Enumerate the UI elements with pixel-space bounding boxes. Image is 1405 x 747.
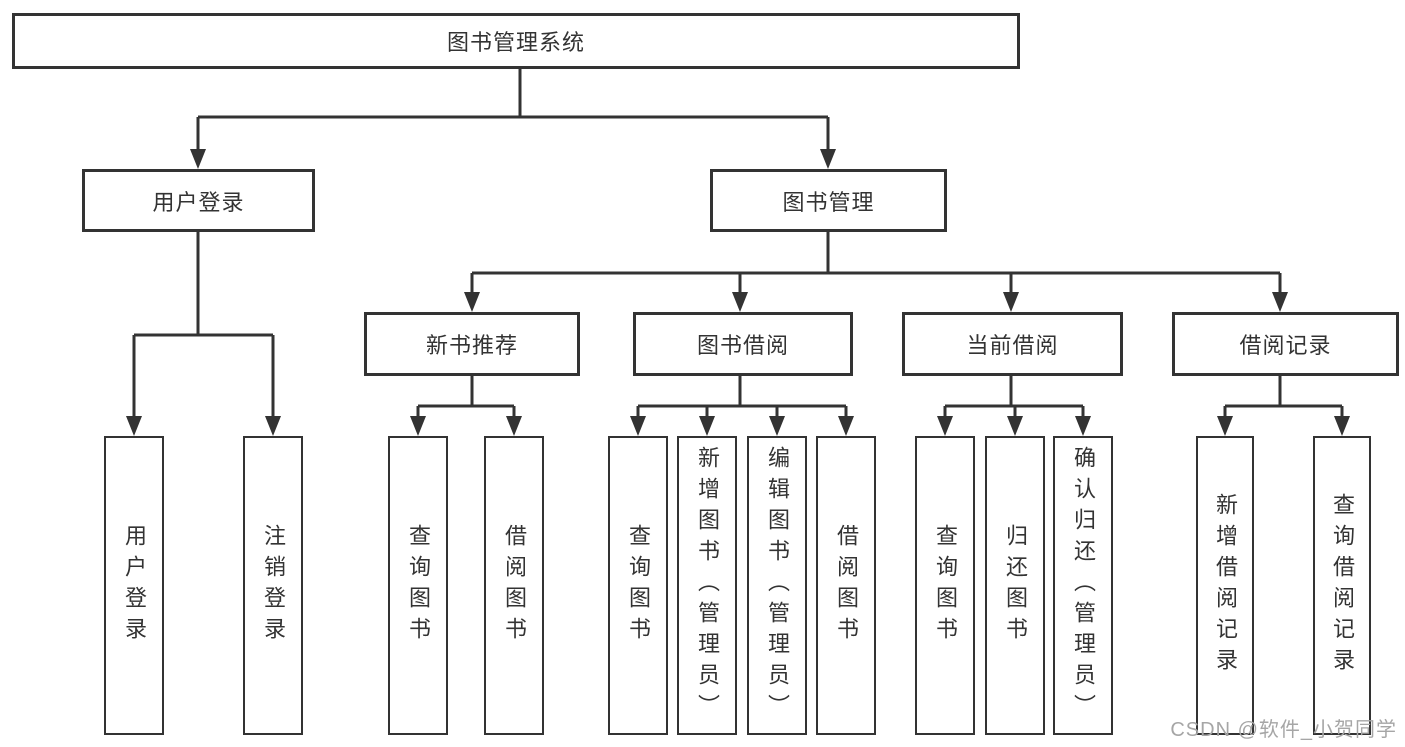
connector-book-borrowing: [636, 376, 848, 418]
arrow-down-icon: [190, 149, 206, 169]
arrow-down-icon: [1217, 416, 1233, 436]
node-label: 编辑图书（管理员）: [765, 446, 790, 725]
node-label: 查询图书: [933, 523, 958, 648]
arrow-down-icon: [1272, 292, 1288, 312]
node-new-book-recommendation: 新书推荐: [364, 312, 580, 376]
arrow-down-icon: [1334, 416, 1350, 436]
arrow-down-icon: [630, 416, 646, 436]
node-label: 查询借阅记录: [1330, 492, 1355, 679]
node-label: 确认归还（管理员）: [1071, 446, 1096, 725]
arrow-down-icon: [838, 416, 854, 436]
leaf-confirm-return-admin: 确认归还（管理员）: [1053, 436, 1113, 735]
leaf-query-borrow-record: 查询借阅记录: [1313, 436, 1371, 735]
arrow-down-icon: [126, 416, 142, 436]
leaf-user-login: 用户登录: [104, 436, 164, 735]
node-current-borrowing: 当前借阅: [902, 312, 1123, 376]
connector-new-book: [416, 376, 516, 418]
node-label: 新增借阅记录: [1213, 492, 1238, 679]
arrow-down-icon: [265, 416, 281, 436]
leaf-edit-books-admin: 编辑图书（管理员）: [747, 436, 807, 735]
connector-root: [196, 69, 830, 151]
node-label: 注销登录: [261, 523, 286, 648]
arrow-down-icon: [1003, 292, 1019, 312]
arrow-down-icon: [820, 149, 836, 169]
node-label: 用户登录: [152, 189, 245, 215]
node-label: 图书借阅: [696, 333, 789, 358]
node-label: 查询图书: [406, 523, 431, 648]
connector-user-login: [132, 232, 275, 418]
node-user-login: 用户登录: [82, 169, 315, 232]
arrow-down-icon: [410, 416, 426, 436]
connector-current-borrowing: [943, 376, 1085, 418]
leaf-add-books-admin: 新增图书（管理员）: [677, 436, 737, 735]
watermark: CSDN @软件_小贺同学: [1170, 719, 1397, 741]
node-label: 查询图书: [626, 523, 651, 648]
node-label: 借阅图书: [502, 523, 527, 648]
node-book-borrowing: 图书借阅: [633, 312, 853, 376]
leaf-query-books-recommend: 查询图书: [388, 436, 448, 735]
node-label: 借阅图书: [834, 523, 859, 648]
node-label: 当前借阅: [966, 333, 1059, 358]
node-label: 新书推荐: [425, 333, 518, 358]
leaf-return-books: 归还图书: [985, 436, 1045, 735]
node-label: 归还图书: [1003, 523, 1028, 648]
node-library-system: 图书管理系统: [12, 13, 1020, 69]
arrow-down-icon: [769, 416, 785, 436]
leaf-query-books-borrowing: 查询图书: [608, 436, 668, 735]
connector-borrowing-records: [1223, 376, 1344, 418]
arrow-down-icon: [732, 292, 748, 312]
node-borrowing-records: 借阅记录: [1172, 312, 1399, 376]
leaf-add-borrow-record: 新增借阅记录: [1196, 436, 1254, 735]
arrow-down-icon: [1007, 416, 1023, 436]
node-book-management: 图书管理: [710, 169, 947, 232]
leaf-borrow-books-recommend: 借阅图书: [484, 436, 544, 735]
arrow-down-icon: [1075, 416, 1091, 436]
arrowheads: [126, 149, 1350, 436]
node-label: 借阅记录: [1239, 333, 1332, 358]
arrow-down-icon: [699, 416, 715, 436]
leaf-query-books-current: 查询图书: [915, 436, 975, 735]
node-label: 新增图书（管理员）: [695, 446, 720, 725]
leaf-borrow-books: 借阅图书: [816, 436, 876, 735]
arrow-down-icon: [464, 292, 480, 312]
arrow-down-icon: [937, 416, 953, 436]
node-label: 图书管理系统: [446, 30, 585, 55]
connector-book-management: [470, 232, 1282, 294]
node-label: 图书管理: [782, 189, 875, 215]
leaf-logout: 注销登录: [243, 436, 303, 735]
node-label: 用户登录: [122, 523, 147, 648]
arrow-down-icon: [506, 416, 522, 436]
